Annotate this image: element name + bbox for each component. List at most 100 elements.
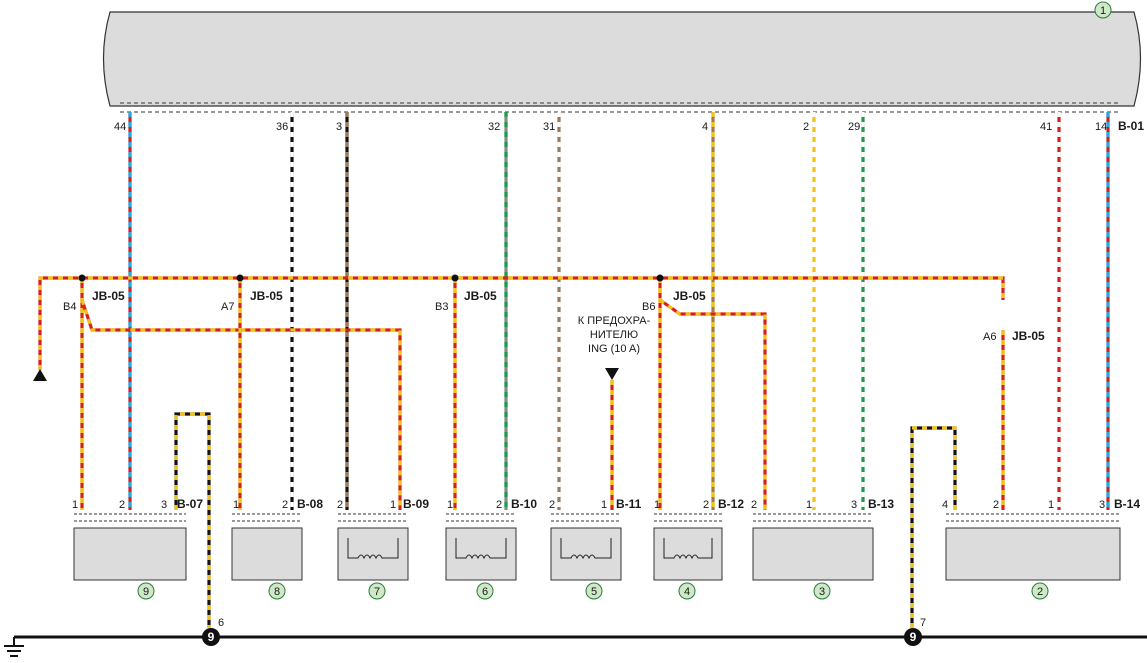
component-9: 1 2 3 B-07 9: [72, 497, 203, 600]
comp3-connector: B-13: [868, 497, 894, 511]
comp7-number: 7: [374, 586, 380, 598]
comp4-pin-1: 1: [654, 499, 660, 511]
comp8-pin-1: 1: [233, 499, 239, 511]
feed-b4-branch: [80, 299, 402, 510]
main-module-number-badge: [1094, 1, 1112, 19]
comp8-connector: B-08: [297, 497, 323, 511]
main-pin-36: 36: [276, 121, 288, 133]
comp2-pin-3: 3: [1099, 499, 1105, 511]
comp4-number: 4: [684, 586, 690, 598]
main-pin-29: 29: [848, 121, 860, 133]
main-pin-44: 44: [114, 121, 126, 133]
junction-dot-4: [656, 274, 664, 282]
wires-layer: [38, 112, 1110, 628]
comp2-connector: B-14: [1114, 497, 1140, 511]
ground-point-2-label: 9: [910, 630, 917, 644]
fuse-note: К ПРЕДОХРА- НИТЕЛЮ ING (10 A): [578, 315, 651, 380]
comp8-badge: [268, 582, 286, 600]
comp7-pin-2: 2: [337, 499, 343, 511]
junction-labels: B4 JB-05 A7 JB-05 B3 JB-05 B6 JB-05 A6 J…: [63, 289, 1045, 343]
component-7: 2 1 B-09 7: [337, 497, 429, 600]
comp2-pin-2: 2: [993, 499, 999, 511]
comp9-badge: [137, 582, 155, 600]
comp4-badge: [678, 582, 696, 600]
jb-label-4: JB-05: [673, 289, 706, 303]
feed-bus-stripe: [38, 276, 1005, 370]
component-6: 1 2 B-10 6: [445, 497, 537, 600]
jb-label-3: JB-05: [464, 289, 497, 303]
comp7-pin-1: 1: [390, 499, 396, 511]
comp5-connector: B-11: [616, 497, 642, 511]
main-pin-4: 4: [702, 121, 708, 133]
comp9-number: 9: [143, 586, 149, 598]
jb-label-5: JB-05: [1012, 329, 1045, 343]
comp2-number: 2: [1037, 586, 1043, 598]
junction-dot-1: [78, 274, 86, 282]
comp3-pin-1: 1: [806, 499, 812, 511]
fuse-note-line-2: НИТЕЛЮ: [590, 329, 638, 341]
comp9-pin-2: 2: [119, 499, 125, 511]
main-pin-32: 32: [488, 121, 500, 133]
comp9-pin-1: 1: [72, 499, 78, 511]
jb-pin-a6: A6: [983, 331, 996, 343]
jb-pin-b4: B4: [63, 301, 76, 313]
ground-point-1-label: 9: [208, 630, 215, 644]
comp2-pin-4: 4: [942, 499, 948, 511]
main-pin-3: 3: [336, 121, 342, 133]
component-8: 1 2 B-08 8: [231, 497, 323, 600]
comp6-number: 6: [482, 586, 488, 598]
jb-pin-b3: B3: [435, 301, 448, 313]
main-pin-41: 41: [1040, 121, 1052, 133]
fuse-note-line-1: К ПРЕДОХРА-: [578, 315, 651, 327]
jb-pin-a7: A7: [221, 301, 234, 313]
component-2: 4 2 1 3 B-14 2: [942, 497, 1140, 600]
component-3: 2 1 3 B-13 3: [751, 497, 894, 600]
comp4-connector: B-12: [718, 497, 744, 511]
comp7-connector: B-09: [403, 497, 429, 511]
fuse-note-line-3: ING (10 A): [588, 343, 640, 355]
junction-dot-3: [451, 274, 459, 282]
main-pin-labels: 44 36 3 32 31 4 2 29 41 14: [114, 121, 1107, 133]
main-pin-31: 31: [543, 121, 555, 133]
comp5-badge: [585, 582, 603, 600]
comp3-pin-3: 3: [851, 499, 857, 511]
comp7-badge: [368, 582, 386, 600]
feed-bus: [38, 276, 1005, 370]
comp3-pin-2: 2: [751, 499, 757, 511]
junction-dot-2: [236, 274, 244, 282]
comp6-connector: B-10: [511, 497, 537, 511]
ground-point-1: [202, 628, 220, 646]
jb-label-2: JB-05: [250, 289, 283, 303]
ground-wire-1-stripe: [174, 412, 211, 628]
comp4-pin-2: 2: [703, 499, 709, 511]
comp8-pin-2: 2: [282, 499, 288, 511]
jb-pin-b6: B6: [642, 301, 655, 313]
component-4: 1 2 B-12 4: [653, 497, 744, 600]
fuse-arrow-icon: [605, 368, 619, 380]
jb-label-1: JB-05: [92, 289, 125, 303]
power-feed-arrow-icon: [33, 369, 47, 381]
comp2-badge: [1031, 582, 1049, 600]
comp8-number: 8: [274, 586, 280, 598]
ground-point-2: [904, 628, 922, 646]
comp6-pin-2: 2: [496, 499, 502, 511]
comp9-pin-3: 3: [161, 499, 167, 511]
ground-wire-2-stripe: [910, 426, 957, 628]
comp5-number: 5: [591, 586, 597, 598]
ground-bus: 9 6 9 7: [4, 617, 1147, 657]
main-pin-2: 2: [803, 121, 809, 133]
ground-icon: [4, 645, 24, 657]
comp6-badge: [476, 582, 494, 600]
feed-b6-branch-stripe: [659, 298, 767, 510]
comp6-pin-1: 1: [447, 499, 453, 511]
main-module-number: 1: [1100, 5, 1106, 17]
main-module: 1 B-01: [102, 1, 1144, 133]
comp5-pin-1: 1: [601, 499, 607, 511]
comp3-badge: [813, 582, 831, 600]
ground-wire-1-label: 6: [218, 617, 224, 629]
main-pin-14: 14: [1095, 121, 1107, 133]
comp3-number: 3: [819, 586, 825, 598]
component-5: 2 1 B-11 5: [549, 497, 642, 600]
comp5-pin-2: 2: [549, 499, 555, 511]
